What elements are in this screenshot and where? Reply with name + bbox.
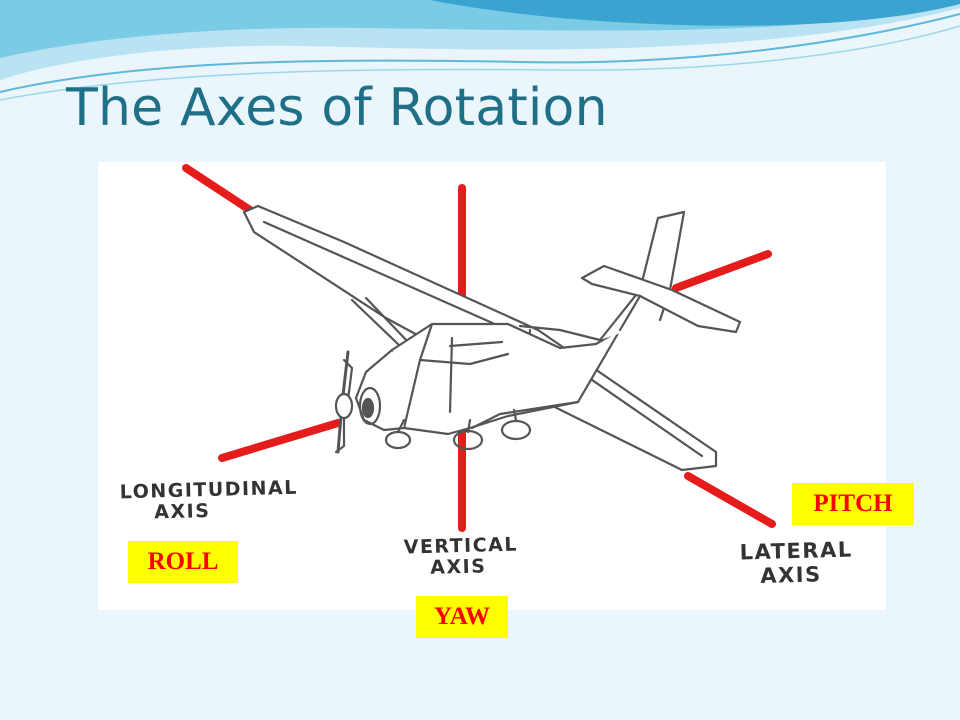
airplane-sketch bbox=[242, 204, 742, 472]
lateral-axis-line bbox=[672, 250, 776, 528]
lateral-axis-label-line2: AXIS bbox=[759, 561, 822, 588]
pitch-tag: PITCH bbox=[792, 483, 914, 525]
lateral-axis-label: LATERAL AXIS bbox=[739, 537, 853, 589]
vertical-axis-label-line2: AXIS bbox=[429, 555, 487, 580]
header-waves-decoration bbox=[0, 0, 960, 101]
roll-tag: ROLL bbox=[128, 541, 238, 583]
vertical-axis-label-line1: VERTICAL bbox=[403, 533, 519, 559]
yaw-tag: YAW bbox=[416, 596, 508, 638]
longitudinal-axis-label: LONGITUDINAL AXIS bbox=[119, 477, 298, 525]
lateral-axis-label-line1: LATERAL bbox=[739, 537, 853, 565]
vertical-axis-label: VERTICAL AXIS bbox=[403, 533, 519, 581]
slide-title: The Axes of Rotation bbox=[66, 78, 608, 138]
longitudinal-axis-line bbox=[182, 164, 342, 462]
